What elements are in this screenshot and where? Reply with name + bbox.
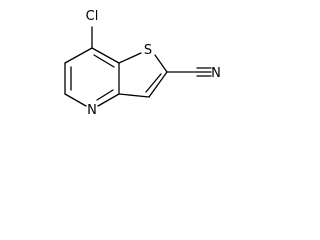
atom-label-nitrile-nitrogen: N — [211, 66, 221, 81]
bond-n4-c3a-inner — [96, 89, 114, 101]
bond-c7-c7a-inner — [93, 54, 115, 68]
bond-c7a-s1 — [118, 52, 142, 64]
bond-c3-c3a — [118, 93, 150, 98]
bond-c2-c3 — [148, 71, 168, 98]
bond-s1-c2 — [154, 54, 168, 73]
atom-label-sulfur: S — [144, 43, 152, 58]
bond-c5-n4 — [64, 93, 87, 107]
bond-n4-c3a — [97, 93, 120, 107]
bond-c7-c7a — [91, 47, 120, 64]
atom-label-chlorine: Cl — [86, 9, 99, 24]
bond-c2-c3-inner — [145, 73, 162, 93]
atom-label-ring-nitrogen: N — [87, 103, 97, 118]
bond-c7-c6 — [64, 47, 93, 64]
chemical-structure-diagram: Cl S N N — [64, 9, 221, 118]
